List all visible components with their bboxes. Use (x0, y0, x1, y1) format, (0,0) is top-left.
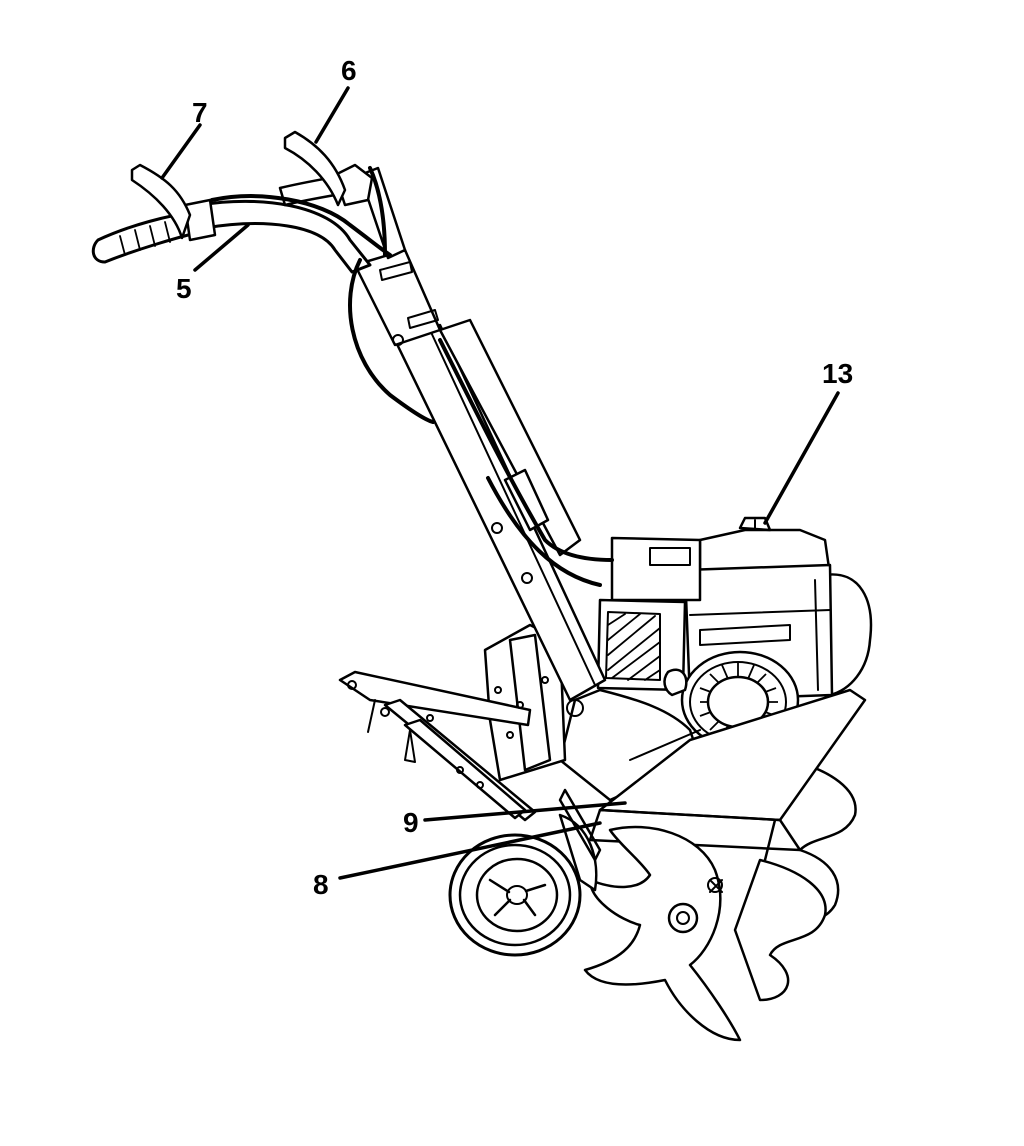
callout-13: 13 (822, 358, 853, 389)
starter-handle (663, 668, 688, 697)
tines-front (583, 825, 742, 1042)
left-grip (91, 210, 202, 264)
tine-shield (558, 688, 867, 852)
air-filter-hatching (607, 613, 661, 681)
handlebar (91, 130, 374, 274)
front-frame (338, 623, 584, 822)
callout-7: 7 (192, 97, 208, 128)
callout-leaders (160, 86, 840, 880)
handle-mast (353, 166, 607, 702)
transport-wheel (448, 788, 602, 957)
leader-9 (423, 801, 627, 822)
lever-right (283, 130, 347, 207)
leader-8 (338, 821, 602, 880)
leader-5 (193, 223, 250, 272)
lever-left (130, 163, 192, 240)
leader-7 (160, 123, 202, 180)
leader-6 (314, 86, 350, 144)
leader-13 (763, 391, 840, 525)
control-cables (210, 166, 614, 587)
callout-9: 9 (403, 807, 419, 838)
callout-labels: 5 6 7 8 9 13 (176, 55, 853, 900)
callout-6: 6 (341, 55, 357, 86)
callout-8: 8 (313, 869, 329, 900)
callout-5: 5 (176, 273, 192, 304)
